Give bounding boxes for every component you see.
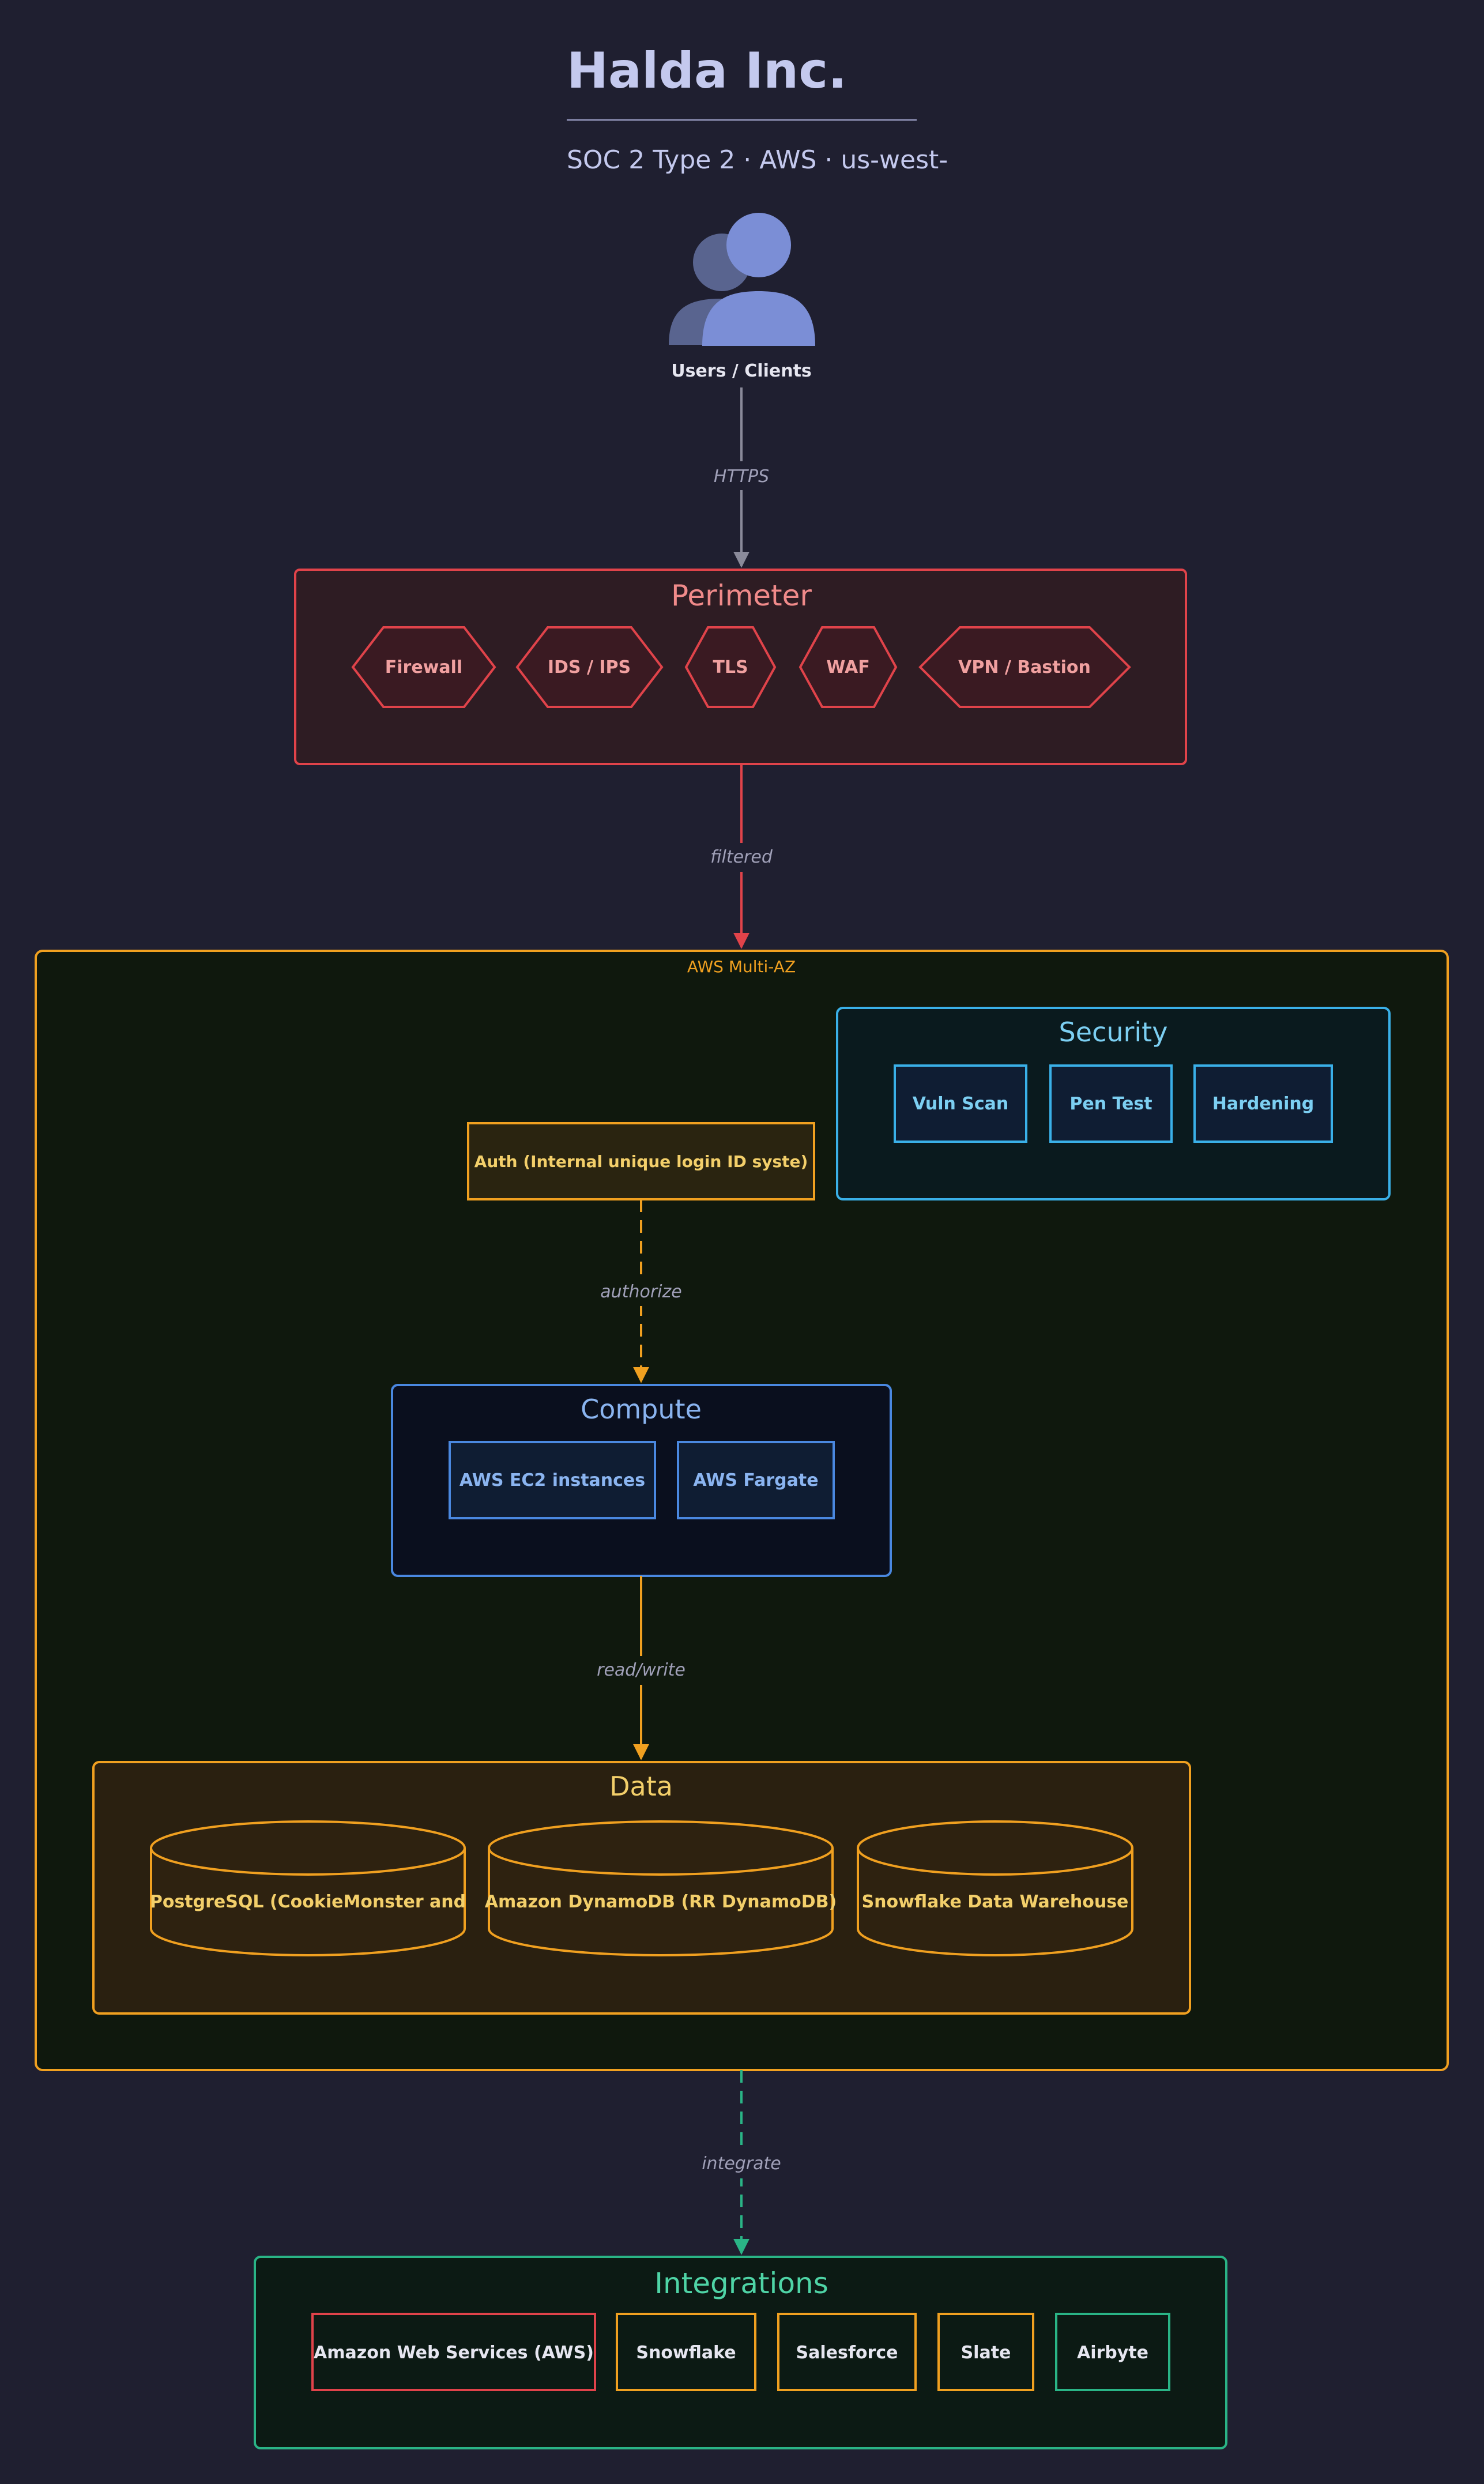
auth-node: Auth (Internal unique login ID syste): [467, 1122, 815, 1200]
svg-text:Firewall: Firewall: [385, 657, 462, 678]
svg-text:PostgreSQL (CookieMonster and: PostgreSQL (CookieMonster and: [150, 1892, 466, 1912]
svg-text:TLS: TLS: [713, 657, 748, 678]
integration-snowflake: Snowflake: [616, 2313, 756, 2391]
data-postgresql: PostgreSQL (CookieMonster and: [150, 1820, 466, 1956]
integrations-title: Integrations: [654, 2267, 828, 2300]
security-hardening: Hardening: [1193, 1064, 1333, 1143]
users-icon: [669, 213, 815, 346]
perimeter-vpn-bastion: VPN / Bastion: [918, 626, 1131, 708]
security-vuln-scan: Vuln Scan: [894, 1064, 1027, 1143]
svg-text:Pen Test: Pen Test: [1069, 1094, 1152, 1114]
security-pen-test: Pen Test: [1049, 1064, 1173, 1143]
perimeter-ids-ips: IDS / IPS: [515, 626, 664, 708]
svg-text:Snowflake: Snowflake: [636, 2343, 736, 2363]
svg-text:IDS / IPS: IDS / IPS: [548, 657, 631, 678]
perimeter-waf: WAF: [799, 626, 898, 708]
integration-slate: Slate: [937, 2313, 1034, 2391]
edge-label-authorize: authorize: [600, 1282, 681, 1302]
svg-text:Auth (Internal unique login ID: Auth (Internal unique login ID syste): [474, 1152, 808, 1171]
svg-text:VPN / Bastion: VPN / Bastion: [958, 657, 1091, 678]
perimeter-firewall: Firewall: [351, 626, 496, 708]
security-title: Security: [1059, 1017, 1168, 1048]
edge-label-read-write: read/write: [597, 1660, 685, 1680]
svg-text:Slate: Slate: [961, 2343, 1011, 2363]
svg-text:Snowflake Data Warehouse: Snowflake Data Warehouse: [862, 1892, 1129, 1912]
perimeter-title: Perimeter: [671, 579, 812, 612]
svg-text:WAF: WAF: [826, 657, 869, 678]
svg-text:Amazon DynamoDB (RR DynamoDB): Amazon DynamoDB (RR DynamoDB): [485, 1892, 837, 1912]
edge-label-integrate: integrate: [702, 2154, 781, 2174]
data-title: Data: [609, 1771, 673, 1802]
perimeter-tls: TLS: [684, 626, 777, 708]
svg-text:AWS Fargate: AWS Fargate: [693, 1470, 818, 1491]
edge-label-https: HTTPS: [714, 466, 769, 487]
svg-text:Amazon Web Services (AWS): Amazon Web Services (AWS): [314, 2343, 594, 2363]
page-title: Halda Inc.: [567, 42, 847, 100]
data-dynamodb: Amazon DynamoDB (RR DynamoDB): [485, 1820, 837, 1956]
integration-salesforce: Salesforce: [777, 2313, 917, 2391]
aws-multi-az-label: AWS Multi-AZ: [687, 957, 796, 976]
svg-text:AWS EC2 instances: AWS EC2 instances: [459, 1470, 645, 1491]
svg-text:Vuln Scan: Vuln Scan: [913, 1094, 1009, 1114]
compute-ec2: AWS EC2 instances: [449, 1441, 656, 1519]
integration-aws: Amazon Web Services (AWS): [311, 2313, 596, 2391]
compute-fargate: AWS Fargate: [677, 1441, 835, 1519]
svg-text:Airbyte: Airbyte: [1077, 2343, 1148, 2363]
integration-airbyte: Airbyte: [1055, 2313, 1170, 2391]
users-label: Users / Clients: [671, 361, 812, 381]
edge-label-filtered: filtered: [710, 847, 773, 867]
data-snowflake-warehouse: Snowflake Data Warehouse: [857, 1820, 1133, 1956]
svg-text:Hardening: Hardening: [1212, 1094, 1314, 1114]
compute-title: Compute: [581, 1394, 702, 1425]
svg-text:Salesforce: Salesforce: [796, 2343, 898, 2363]
page-subtitle: SOC 2 Type 2 · AWS · us-west-: [567, 145, 948, 175]
